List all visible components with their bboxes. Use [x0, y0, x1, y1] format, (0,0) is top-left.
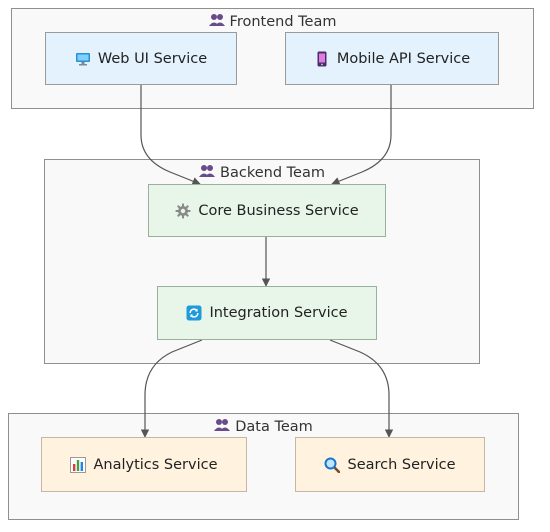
frontend-team-title: Frontend Team	[12, 12, 533, 30]
mobile-api-service-node[interactable]: Mobile API Service	[285, 32, 499, 85]
backend-team-label: Backend Team	[220, 165, 325, 181]
web-ui-service-node[interactable]: Web UI Service	[45, 32, 237, 85]
backend-team-title: Backend Team	[45, 163, 479, 181]
web-ui-service-label: Web UI Service	[97, 50, 208, 67]
sync-arrows-icon	[186, 305, 202, 321]
integration-service-node[interactable]: Integration Service	[157, 286, 377, 340]
core-business-service-label: Core Business Service	[198, 202, 359, 219]
mobile-api-service-label: Mobile API Service	[336, 50, 471, 67]
frontend-team-label: Frontend Team	[229, 14, 337, 30]
edge-integration-to-analytics	[140, 339, 203, 438]
people-icon	[199, 163, 216, 179]
search-service-node[interactable]: Search Service	[295, 437, 485, 492]
mobile-phone-icon	[314, 51, 330, 67]
magnifier-icon	[324, 457, 341, 473]
core-business-service-node[interactable]: Core Business Service	[148, 184, 386, 237]
edge-mobile-api-to-core	[331, 85, 392, 186]
gear-icon	[175, 203, 191, 219]
people-icon	[208, 12, 225, 28]
analytics-service-label: Analytics Service	[93, 456, 218, 473]
monitor-icon	[75, 51, 91, 67]
edge-integration-to-search	[329, 339, 394, 438]
data-team-title: Data Team	[9, 417, 518, 435]
integration-service-label: Integration Service	[209, 305, 348, 321]
data-team-label: Data Team	[235, 419, 313, 435]
analytics-service-node[interactable]: Analytics Service	[41, 437, 247, 492]
bar-chart-icon	[70, 456, 87, 473]
people-icon	[214, 417, 231, 433]
search-service-label: Search Service	[347, 456, 456, 473]
edge-web-ui-to-core	[140, 85, 201, 186]
